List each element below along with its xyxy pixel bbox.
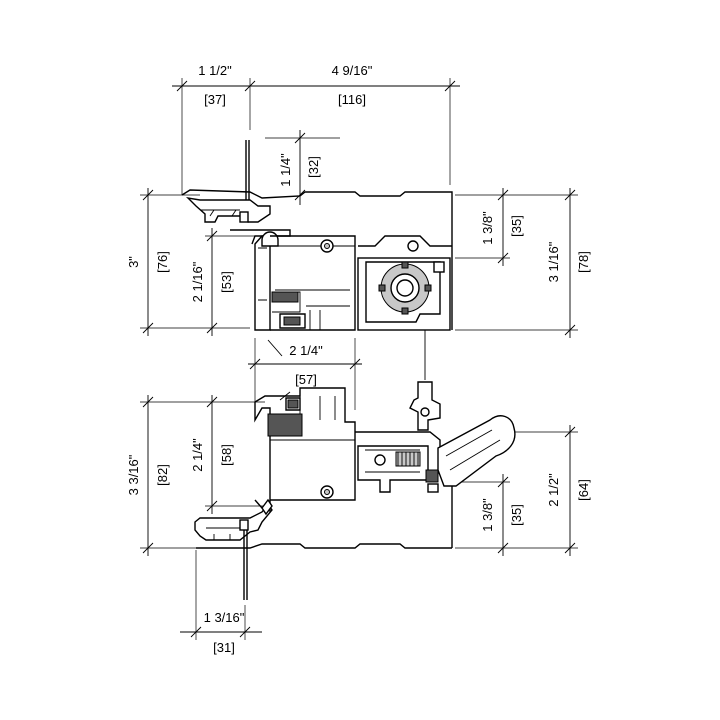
dim-upper-right-small-in: 1 3/8" <box>480 211 495 245</box>
dim-upper-inner-mm: [53] <box>219 271 234 293</box>
upper-right-dims: 1 3/8" [35] 3 1/16" [78] <box>455 188 591 338</box>
dim-upper-left-in: 3" <box>126 256 141 268</box>
dim-small-height-in: 1 1/4" <box>278 153 293 187</box>
dim-upper-right-in: 3 1/16" <box>546 241 561 282</box>
dim-lower-left-mm: [82] <box>155 464 170 486</box>
dim-lower-left-in: 3 3/16" <box>126 454 141 495</box>
lower-left-height-dim: 3 3/16" [82] <box>126 395 265 556</box>
dim-middle-in: 2 1/4" <box>289 343 323 358</box>
dim-lower-inner-in: 2 1/4" <box>190 438 205 472</box>
middle-width-dim: 2 1/4" [57] <box>248 338 362 410</box>
dim-upper-inner-in: 2 1/16" <box>190 261 205 302</box>
top-small-height-dim: 1 1/4" [32] <box>265 130 340 205</box>
dim-upper-right-mm: [78] <box>576 251 591 273</box>
dim-top-right-in: 4 9/16" <box>332 63 373 78</box>
dim-lower-right-small-mm: [35] <box>509 504 524 526</box>
dim-small-height-mm: [32] <box>306 156 321 178</box>
lower-right-dims: 1 3/8" [35] 2 1/2" [64] <box>455 425 591 556</box>
dim-bottom-in: 1 3/16" <box>204 610 245 625</box>
upper-frame-assembly <box>181 140 453 380</box>
dim-top-right-mm: [116] <box>338 92 366 107</box>
upper-left-height-dim: 3" [76] <box>126 188 250 336</box>
dim-lower-inner-mm: [58] <box>219 444 234 466</box>
dim-lower-right-in: 2 1/2" <box>546 473 561 507</box>
upper-inner-height-dim: 2 1/16" [53] <box>190 228 265 336</box>
lower-inner-height-dim: 2 1/4" [58] <box>190 395 265 514</box>
dim-upper-right-small-mm: [35] <box>509 215 524 237</box>
dim-top-left-mm: [37] <box>204 92 226 107</box>
dim-lower-right-mm: [64] <box>576 479 591 501</box>
dim-top-left-in: 1 1/2" <box>198 63 232 78</box>
dim-middle-mm: [57] <box>295 372 317 387</box>
lower-frame-assembly <box>194 381 516 600</box>
dim-lower-right-small-in: 1 3/8" <box>480 498 495 532</box>
dim-bottom-mm: [31] <box>213 640 235 655</box>
bottom-dimension-group: 1 3/16" [31] <box>180 550 262 655</box>
dim-upper-left-mm: [76] <box>155 251 170 273</box>
top-dimension-group: 1 1/2" [37] 4 9/16" [116] <box>172 63 460 195</box>
